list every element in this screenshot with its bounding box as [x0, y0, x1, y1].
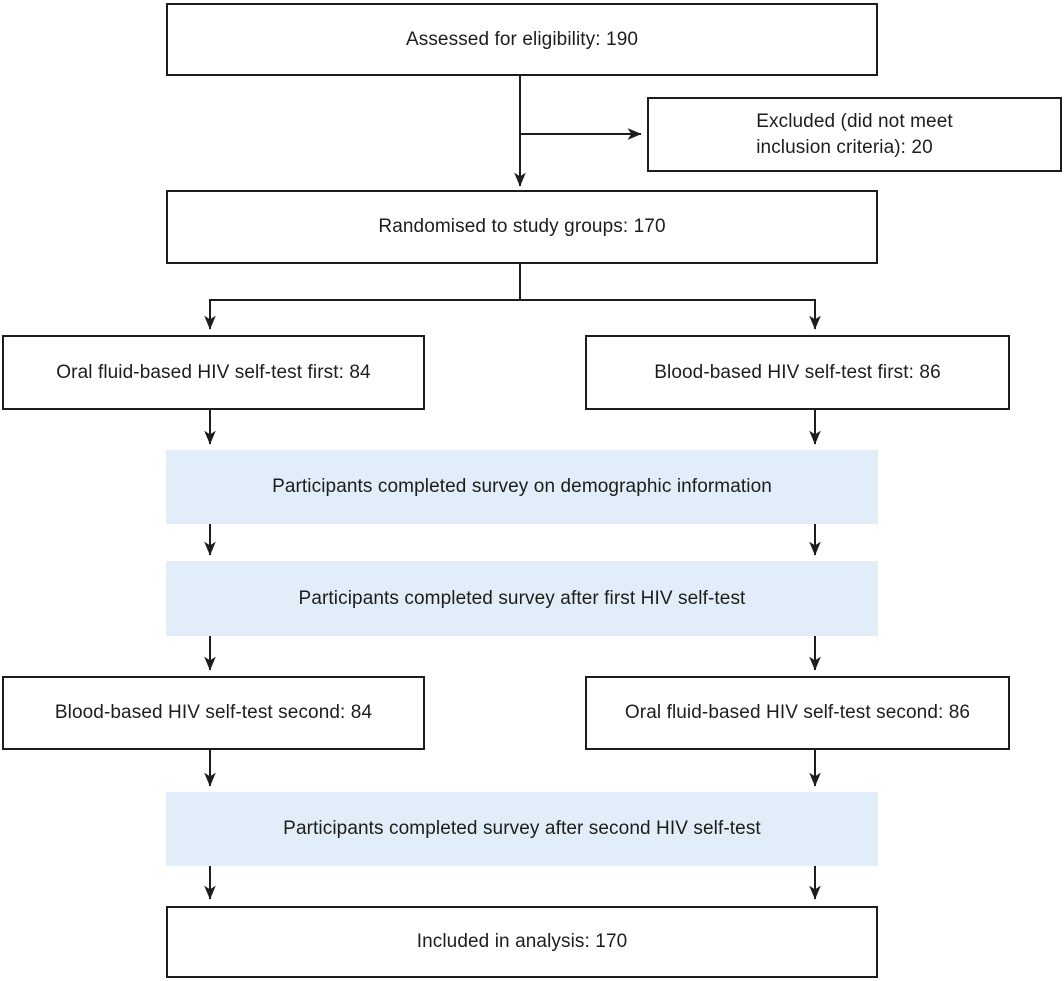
node-included-in-analysis-label: Included in analysis: 170 [416, 931, 628, 953]
node-randomised: Randomised to study groups: 170 [166, 190, 878, 264]
node-assessed-eligibility-label: Assessed for eligibility: 190 [405, 28, 639, 50]
node-excluded: Excluded (did not meet inclusion criteri… [647, 97, 1062, 172]
node-excluded-label-line2: inclusion criteria): 20 [756, 136, 933, 158]
node-oral-fluid-test-first-label: Oral fluid-based HIV self-test first: 84 [56, 361, 371, 383]
node-blood-test-first: Blood-based HIV self-test first: 86 [585, 335, 1010, 410]
node-survey-after-first-test: Participants completed survey after firs… [166, 561, 878, 636]
node-blood-test-second-label: Blood-based HIV self-test second: 84 [54, 702, 373, 724]
node-oral-fluid-test-first: Oral fluid-based HIV self-test first: 84 [2, 335, 425, 410]
node-survey-after-first-test-label: Participants completed survey after firs… [298, 587, 746, 609]
node-oral-fluid-test-second-label: Oral fluid-based HIV self-test second: 8… [624, 702, 971, 724]
node-survey-demographic-label: Participants completed survey on demogra… [272, 476, 772, 498]
node-excluded-label: Excluded (did not meet inclusion criteri… [756, 109, 953, 159]
node-blood-test-second: Blood-based HIV self-test second: 84 [2, 676, 425, 750]
node-oral-fluid-test-second: Oral fluid-based HIV self-test second: 8… [585, 676, 1010, 750]
node-survey-after-second-test: Participants completed survey after seco… [166, 792, 878, 866]
node-survey-after-second-test-label: Participants completed survey after seco… [283, 818, 761, 840]
node-survey-demographic: Participants completed survey on demogra… [166, 450, 878, 524]
node-excluded-label-line1: Excluded (did not meet [756, 111, 953, 133]
node-included-in-analysis: Included in analysis: 170 [166, 906, 878, 978]
node-assessed-eligibility: Assessed for eligibility: 190 [166, 3, 878, 76]
node-blood-test-first-label: Blood-based HIV self-test first: 86 [654, 361, 941, 383]
node-randomised-label: Randomised to study groups: 170 [378, 216, 666, 238]
